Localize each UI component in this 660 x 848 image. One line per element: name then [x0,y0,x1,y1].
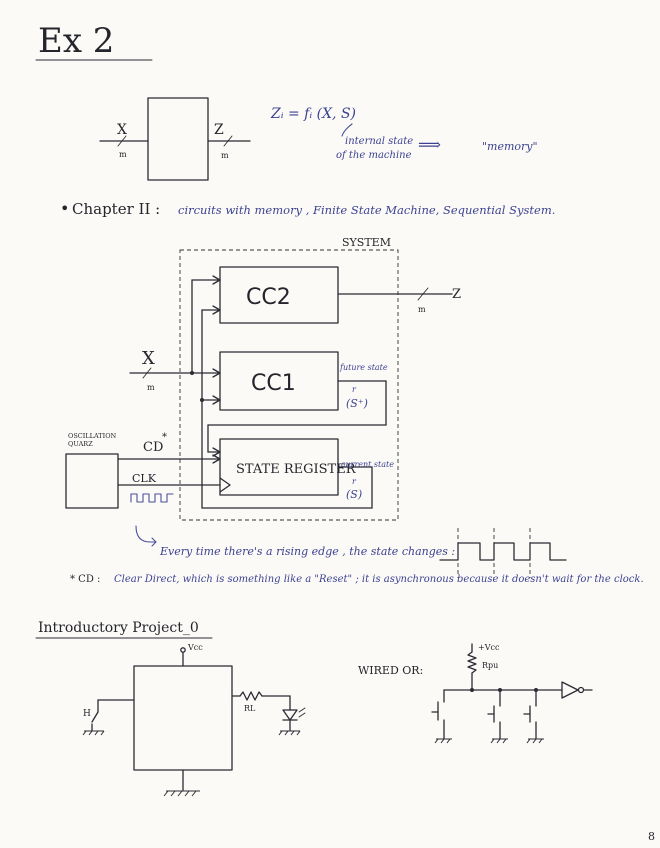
led-icon [282,709,298,721]
page-title: Ex 2 [38,21,114,61]
wired-or-label: WIRED OR: [358,664,423,677]
cd-note-prefix: * CD : [70,574,100,585]
chapter-heading: Chapter II : [72,200,160,218]
wired-vcc-label: +Vcc [478,643,500,652]
state-formula: Zᵢ = fᵢ (X, S) internal state of the mac… [270,106,538,161]
current-state-label: current state [341,460,394,469]
project-ground-icon [163,790,200,797]
system-boundary [179,249,399,521]
rising-edge-note: Every time there's a rising edge , the s… [159,545,455,558]
system-label: SYSTEM [342,236,391,249]
system-input-label: X [142,348,155,369]
clk-label: CLK [132,472,157,485]
system-input-width: m [147,383,155,392]
state-note-line2: of the machine [336,150,412,161]
load-resistor-icon [239,691,263,701]
top-input-width: m [119,150,127,159]
current-state-var: (S) [346,488,362,501]
input-ground-icon [82,730,105,736]
oscillation-label-line2: QUARZ [68,440,93,448]
top-output-width: m [221,151,229,160]
cc1-label: CC1 [251,371,296,396]
formula-text: Zᵢ = fᵢ (X, S) [270,106,356,122]
led-ground-icon [278,730,301,736]
project-block [133,665,233,771]
oscillation-label-line1: OSCILLATION [68,432,117,440]
memory-label: "memory" [482,140,538,153]
transistor-ground-icon-3 [526,738,544,744]
state-register-label: STATE REGISTER [236,462,357,477]
project-vcc-label: Vcc [187,643,203,652]
cc2-block [219,266,339,324]
future-state-label: future state [339,363,388,372]
wired-or-circuit: +Vcc Rpu [431,643,593,744]
system-output-label: Z [452,287,461,302]
note-arrow [135,525,157,543]
cd-label: CD [143,440,163,455]
cd-note-text: Clear Direct, which is something like a … [114,574,644,585]
transistor-ground-icon-1 [434,738,452,744]
pullup-resistor-icon [467,651,477,674]
system-output-width: m [418,305,426,314]
system-diagram: SYSTEM CC2 CC1 STATE REGISTER Z m X m [65,236,461,521]
chapter-description: circuits with memory , Finite State Mach… [178,203,555,217]
top-block-diagram: X m Z m [99,97,251,181]
resistor-label: RL [244,704,256,713]
output-buffer-icon [561,681,579,699]
cc2-label: CC2 [246,285,291,310]
cd-mark: * [162,432,167,443]
chapter-bullet: • [60,199,69,218]
clock-input-triangle [219,477,231,493]
combinational-block [147,97,209,181]
current-state-width: r [352,477,357,486]
project-heading: Introductory Project_0 [38,620,199,636]
page-number: 8 [648,830,655,843]
state-pointer-arrow [341,123,353,137]
future-state-width: r [352,385,357,394]
clock-waveform-icon [130,493,174,503]
top-output-label: Z [214,122,224,138]
project-circuit: Vcc H RL [82,643,306,797]
project-input-label: H [83,709,91,719]
implies-arrow: ⟹ [418,135,441,154]
oscillator-block [65,453,119,509]
top-input-label: X [117,122,127,138]
square-wave-icon [439,542,567,561]
transistor-ground-icon-2 [490,738,508,744]
state-note-line1: internal state [345,136,413,147]
future-state-var: (S⁺) [346,397,368,410]
pullup-label: Rpu [482,661,498,670]
